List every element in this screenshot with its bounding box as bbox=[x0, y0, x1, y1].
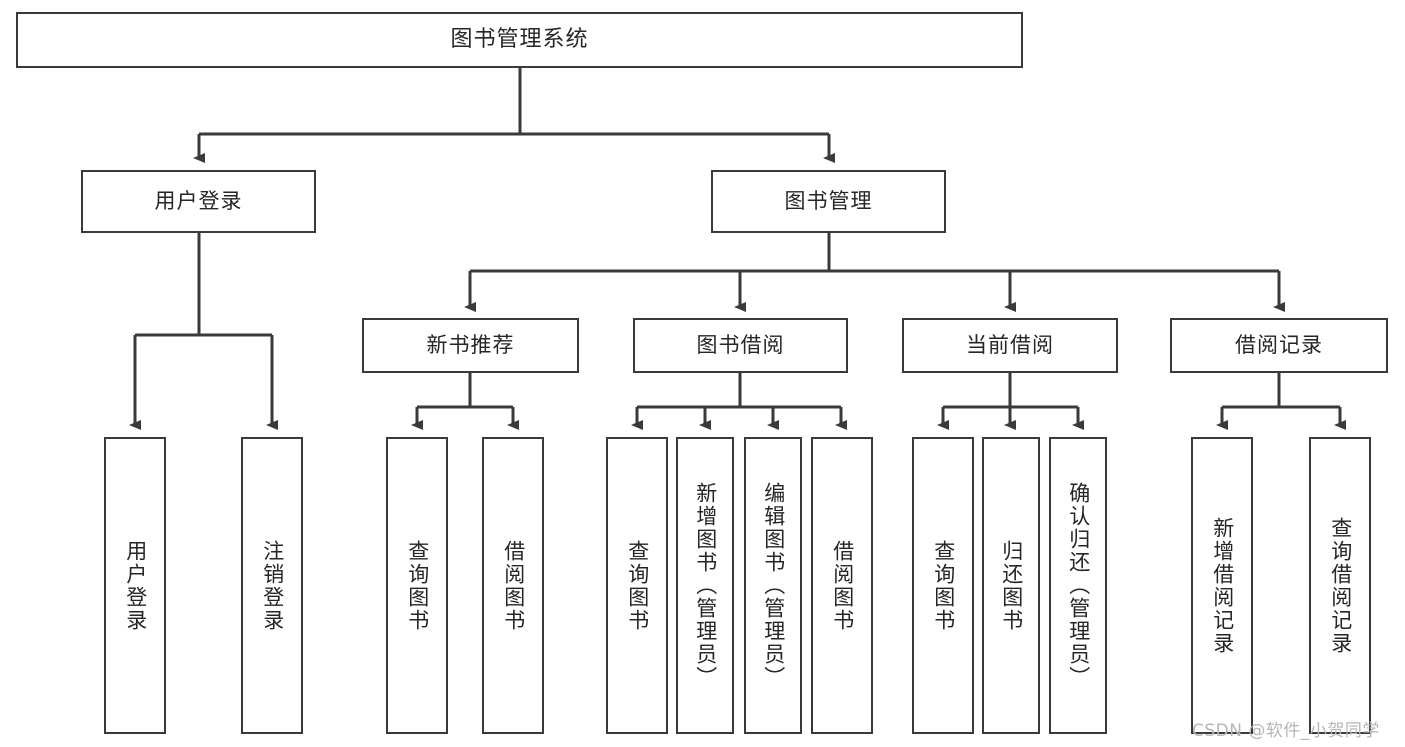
leaf-query-record[interactable]: 查询借阅记录 bbox=[1309, 437, 1371, 734]
leaf-user-login-label: 用户登录 bbox=[123, 539, 148, 632]
leaf-return-book-label: 归还图书 bbox=[999, 539, 1024, 632]
csdn-watermark: CSDN @软件_小贺同学 bbox=[1192, 721, 1380, 741]
leaf-query-book-3[interactable]: 查询图书 bbox=[912, 437, 974, 734]
leaf-add-record-label: 新增借阅记录 bbox=[1210, 516, 1235, 655]
node-borrow-record-label: 借阅记录 bbox=[1235, 332, 1323, 357]
leaf-borrow-book-2-label: 借阅图书 bbox=[830, 539, 855, 632]
leaf-query-record-label: 查询借阅记录 bbox=[1328, 516, 1353, 655]
leaf-query-book-2-label: 查询图书 bbox=[625, 539, 650, 632]
node-root[interactable]: 图书管理系统 bbox=[16, 12, 1023, 68]
leaf-borrow-book-1-label: 借阅图书 bbox=[501, 539, 526, 632]
leaf-borrow-book-2[interactable]: 借阅图书 bbox=[811, 437, 873, 734]
node-book-borrow-label: 图书借阅 bbox=[696, 332, 785, 357]
node-current-borrow-label: 当前借阅 bbox=[966, 332, 1054, 357]
leaf-add-book[interactable]: 新增图书（管理员） bbox=[676, 437, 734, 734]
leaf-confirm-return[interactable]: 确认归还（管理员） bbox=[1049, 437, 1107, 734]
node-new-book-recommend-label: 新书推荐 bbox=[426, 332, 515, 357]
leaf-add-book-label: 新增图书（管理员） bbox=[693, 482, 718, 689]
leaf-edit-book[interactable]: 编辑图书（管理员） bbox=[744, 437, 802, 734]
leaf-query-book-1[interactable]: 查询图书 bbox=[386, 437, 448, 734]
leaf-user-login[interactable]: 用户登录 bbox=[104, 437, 166, 734]
leaf-user-logout-label: 注销登录 bbox=[260, 539, 285, 632]
leaf-query-book-2[interactable]: 查询图书 bbox=[606, 437, 668, 734]
leaf-query-book-3-label: 查询图书 bbox=[931, 539, 956, 632]
leaf-add-record[interactable]: 新增借阅记录 bbox=[1191, 437, 1253, 734]
node-root-label: 图书管理系统 bbox=[450, 26, 589, 52]
leaf-confirm-return-label: 确认归还（管理员） bbox=[1066, 482, 1091, 689]
node-book-manage-label: 图书管理 bbox=[784, 188, 873, 213]
leaf-query-book-1-label: 查询图书 bbox=[405, 539, 430, 632]
node-current-borrow[interactable]: 当前借阅 bbox=[902, 318, 1118, 373]
leaf-return-book[interactable]: 归还图书 bbox=[982, 437, 1040, 734]
node-user-login-label: 用户登录 bbox=[154, 188, 243, 213]
node-book-borrow[interactable]: 图书借阅 bbox=[633, 318, 848, 373]
node-book-manage[interactable]: 图书管理 bbox=[711, 170, 946, 233]
leaf-borrow-book-1[interactable]: 借阅图书 bbox=[482, 437, 544, 734]
leaf-user-logout[interactable]: 注销登录 bbox=[241, 437, 303, 734]
node-user-login[interactable]: 用户登录 bbox=[81, 170, 316, 233]
leaf-edit-book-label: 编辑图书（管理员） bbox=[761, 482, 786, 689]
node-borrow-record[interactable]: 借阅记录 bbox=[1170, 318, 1388, 373]
node-new-book-recommend[interactable]: 新书推荐 bbox=[362, 318, 579, 373]
